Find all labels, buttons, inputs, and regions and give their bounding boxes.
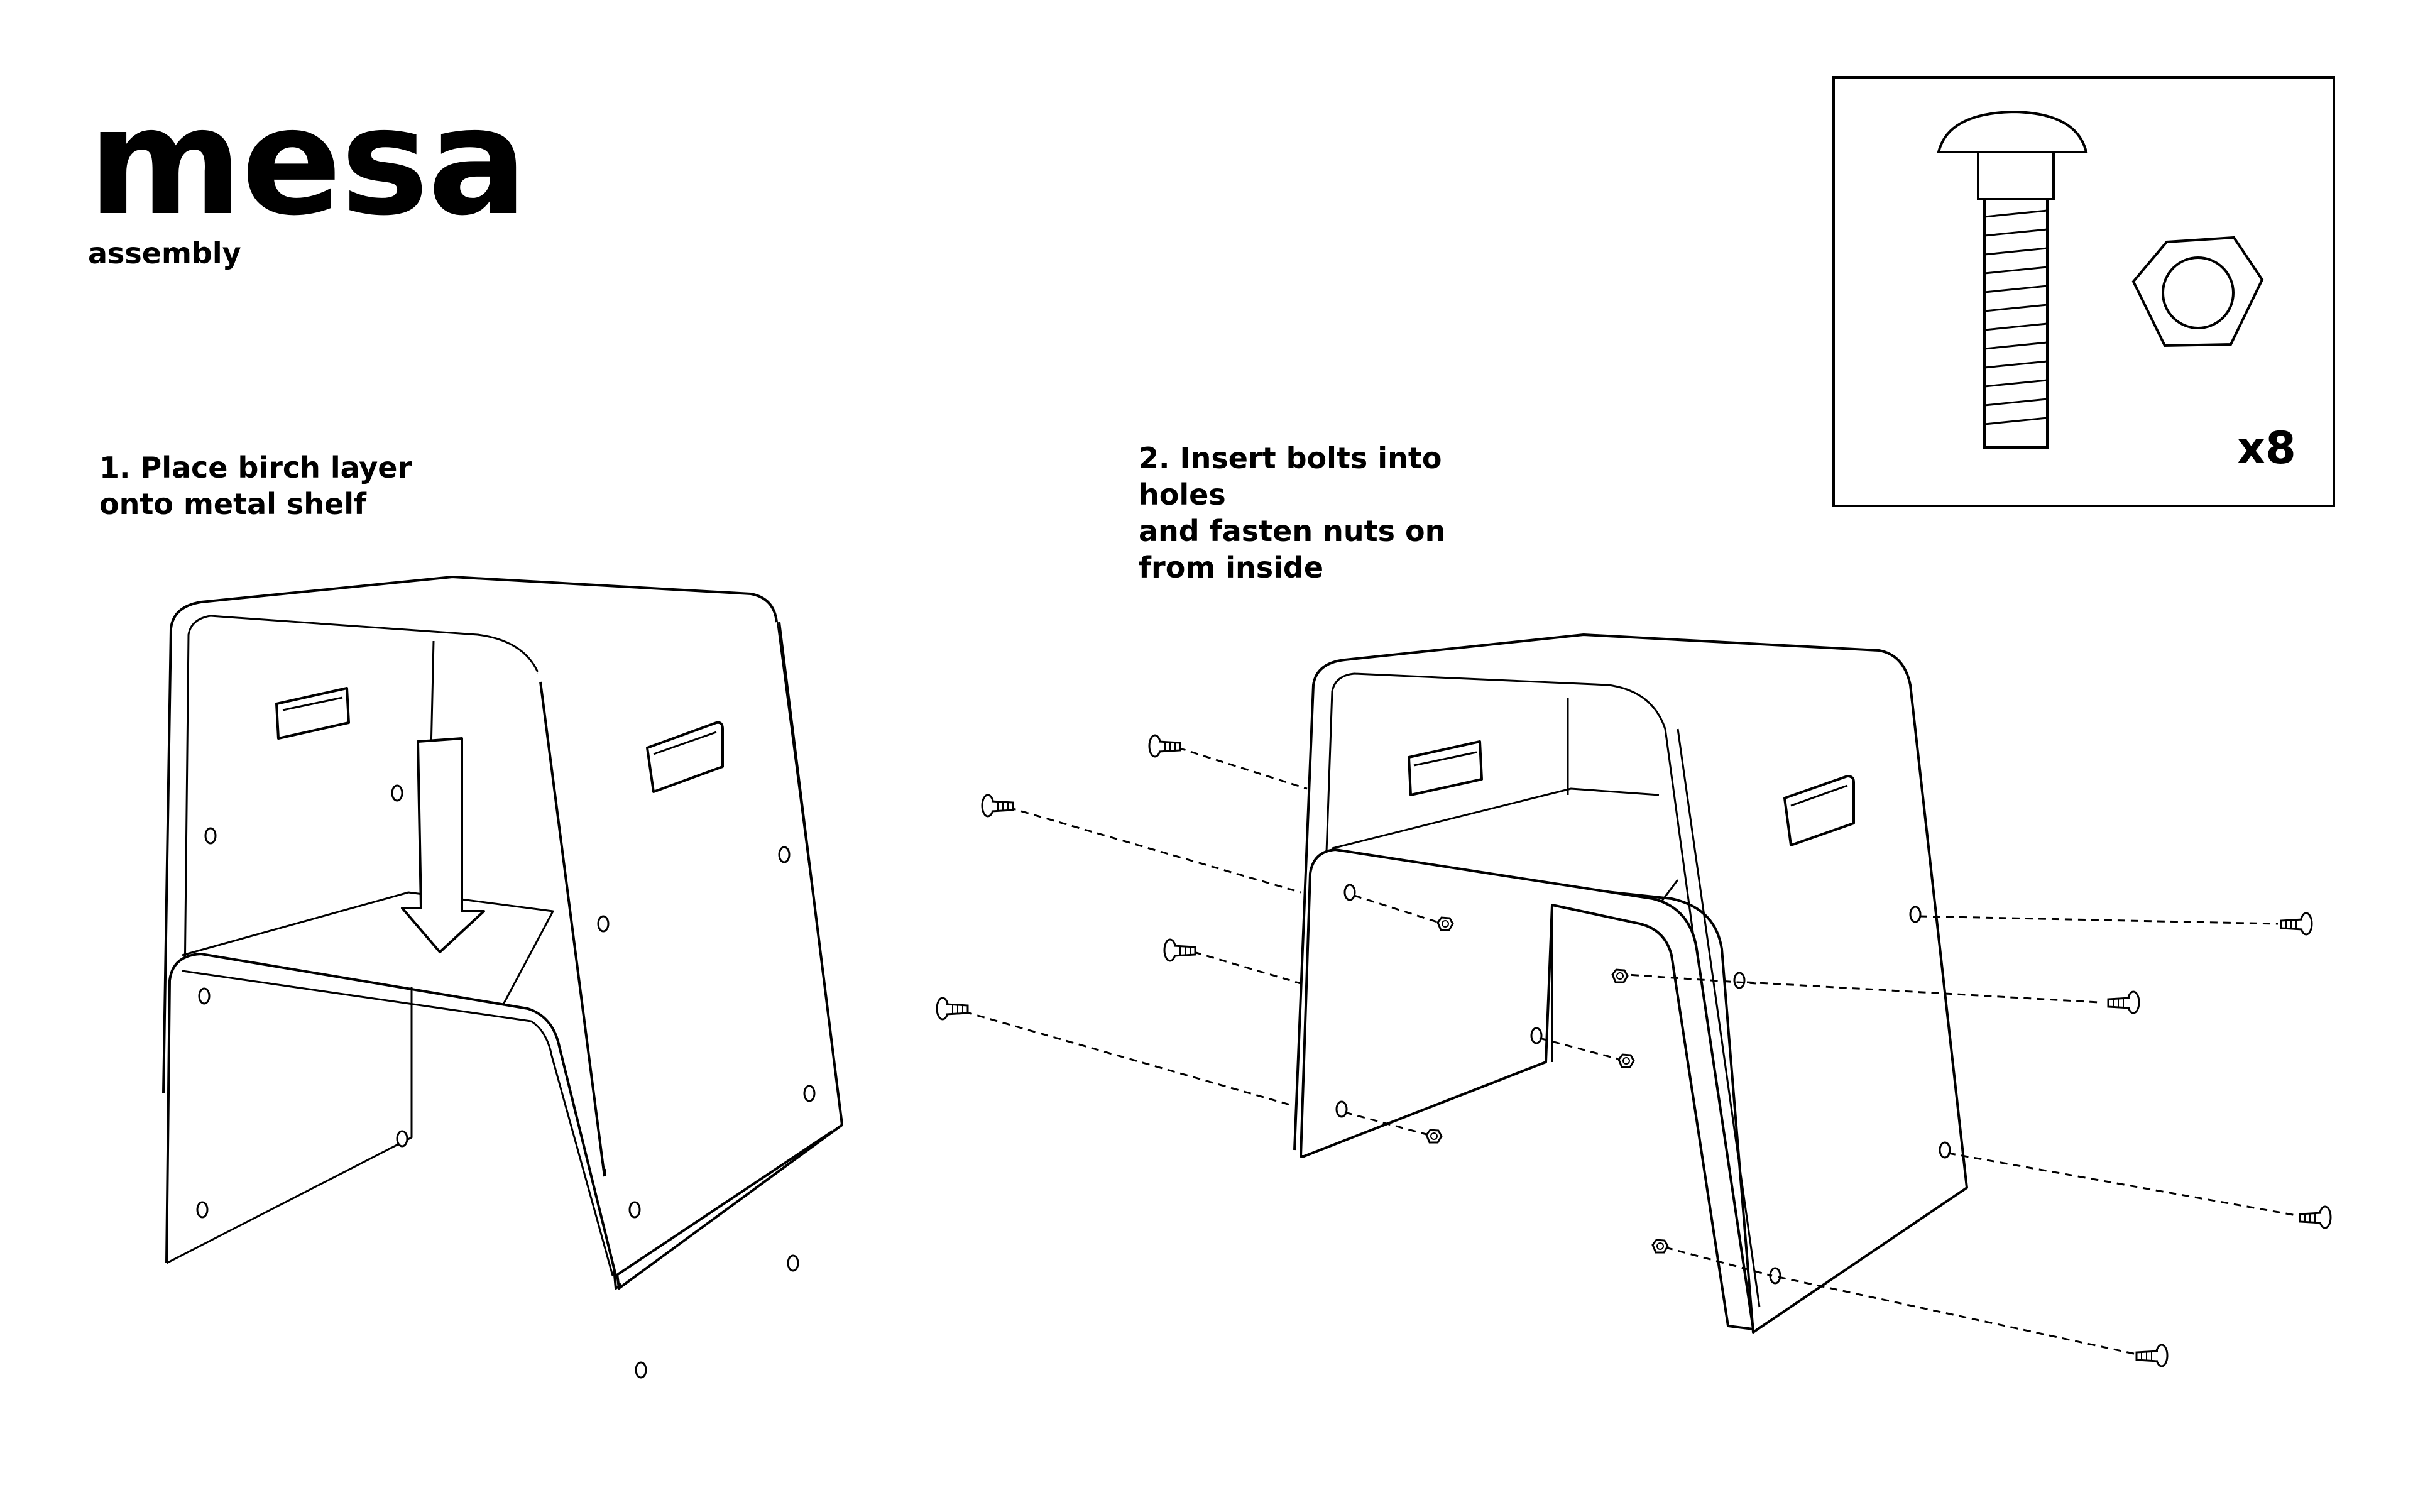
- bolts-left: [936, 734, 1196, 1021]
- brand-title: mesa: [88, 75, 528, 248]
- handle-cutout-right: [646, 721, 724, 793]
- brand-subtitle: assembly: [88, 236, 241, 270]
- leader-lines: [964, 747, 2301, 1356]
- bolt-icon: [1937, 110, 2088, 449]
- down-arrow-icon: [401, 737, 485, 953]
- handle-cutout-left: [275, 687, 350, 740]
- birch-layer-2: [1300, 848, 1754, 1330]
- step-1-instruction: 1. Place birch layer onto metal shelf: [99, 451, 412, 521]
- parts-box: [1832, 76, 2335, 507]
- parts-quantity: x8: [2237, 422, 2296, 474]
- step-2-instruction: 2. Insert bolts into holes and fasten nu…: [1139, 441, 1446, 584]
- stool-1-drawing: [162, 576, 843, 1290]
- hex-nut-icon: [2131, 236, 2264, 348]
- brand: mesa assembly: [88, 75, 528, 271]
- stool-2-drawing: [1293, 633, 1968, 1334]
- handle-cutout-2b: [1783, 775, 1855, 846]
- bolts-right: [2107, 912, 2332, 1367]
- birch-layer: [165, 953, 834, 1277]
